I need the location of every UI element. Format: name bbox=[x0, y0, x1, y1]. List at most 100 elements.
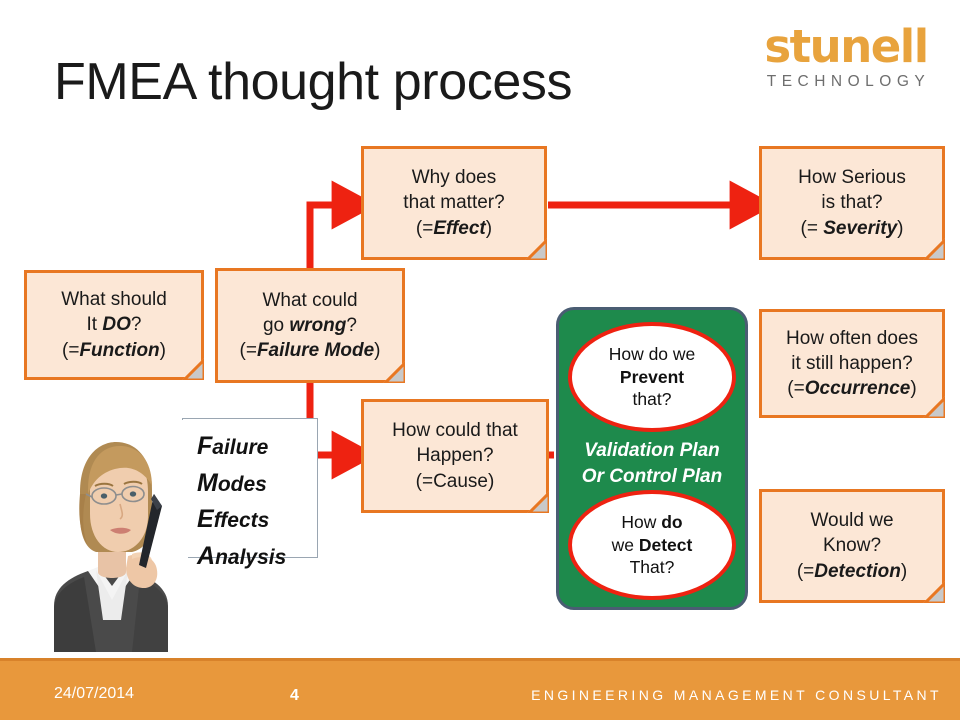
footer-date: 24/07/2014 bbox=[54, 685, 135, 702]
text-run: What could bbox=[262, 289, 358, 311]
text-run: ) bbox=[159, 339, 166, 361]
fmea-acronym-line: Analysis bbox=[197, 538, 317, 575]
text-run: Severity bbox=[823, 217, 898, 239]
fmea-acronym-cap: F bbox=[197, 432, 213, 460]
fmea-acronym-line: Modes bbox=[197, 465, 317, 502]
text-run: ) bbox=[374, 340, 381, 362]
text-run: Function bbox=[79, 339, 160, 361]
folded-corner-icon bbox=[524, 237, 547, 260]
text-run: (= bbox=[62, 339, 80, 361]
text-line-3: that? bbox=[609, 388, 696, 411]
folded-corner-icon bbox=[382, 360, 405, 383]
text-run: Detect bbox=[638, 534, 693, 555]
control-plan-label: Validation Plan Or Control Plan bbox=[559, 438, 745, 489]
fmea-acronym-rest: ailure bbox=[212, 436, 269, 459]
text-line-3: (= Severity) bbox=[798, 216, 906, 241]
text-line-2: go wrong? bbox=[240, 313, 381, 338]
text-run: Know? bbox=[822, 535, 882, 557]
text-line-1: How do bbox=[612, 511, 693, 534]
fmea-acronym-box: Failure Modes Effects Analysis bbox=[182, 418, 318, 570]
fmea-acronym-line: Failure bbox=[197, 428, 317, 465]
text-line-3: (=Occurrence) bbox=[786, 376, 918, 401]
text-run: Effect bbox=[433, 217, 486, 239]
text-run: What should bbox=[61, 289, 167, 311]
text-run: we bbox=[611, 534, 639, 555]
control-plan-label-line-2: Or Control Plan bbox=[581, 465, 723, 487]
text-run: (= bbox=[796, 560, 815, 582]
text-run: (= bbox=[787, 378, 805, 400]
text-line-2: It DO? bbox=[61, 312, 167, 337]
text-run: Failure Mode bbox=[256, 340, 375, 362]
text-run: Would we bbox=[810, 510, 894, 532]
folded-corner-icon bbox=[922, 580, 945, 603]
text-line-2: Know? bbox=[797, 533, 907, 558]
logo-wordmark: stunell bbox=[764, 20, 929, 73]
text-line-3: (=Failure Mode) bbox=[240, 338, 381, 363]
footer-page-number: 4 bbox=[290, 687, 299, 704]
text-run: DO bbox=[102, 314, 131, 336]
text-run: How often does bbox=[785, 327, 919, 349]
text-line-2: we Detect bbox=[612, 534, 693, 557]
note-detection[interactable]: Would we Know?(=Detection) bbox=[759, 489, 945, 603]
text-run: it still happen? bbox=[791, 352, 913, 374]
text-run: go bbox=[262, 314, 290, 336]
fmea-acronym-rest: odes bbox=[217, 472, 267, 496]
text-line-1: Why does bbox=[403, 165, 504, 190]
thinking-person-photo bbox=[36, 420, 188, 652]
text-run: (= bbox=[800, 217, 824, 239]
note-detection-text: Would we Know?(=Detection) bbox=[797, 508, 907, 584]
folded-corner-icon bbox=[181, 357, 204, 380]
control-plan-label-line-1: Validation Plan bbox=[584, 440, 720, 461]
footer-bar: 24/07/2014 4 ENGINEERING MANAGEMENT CONS… bbox=[0, 658, 960, 720]
fmea-acronym-cap: A bbox=[197, 541, 216, 570]
text-line-1: How often does bbox=[786, 326, 918, 351]
text-run: How do we bbox=[608, 343, 696, 364]
text-line-1: How Serious bbox=[798, 165, 906, 190]
folded-corner-icon bbox=[922, 237, 945, 260]
logo-subtitle: TECHNOLOGY bbox=[766, 73, 931, 90]
text-run: Happen? bbox=[416, 445, 494, 467]
text-run: Why does bbox=[411, 167, 497, 189]
text-run: Occurrence bbox=[804, 378, 911, 400]
folded-corner-icon bbox=[922, 395, 945, 418]
text-run: Prevent bbox=[619, 366, 685, 387]
text-run: It bbox=[86, 314, 103, 336]
arrow-failuremode-to-effect bbox=[306, 180, 378, 268]
text-run: that matter? bbox=[403, 192, 505, 214]
fmea-acronym-cap: M bbox=[197, 468, 218, 497]
text-run: That? bbox=[629, 557, 675, 578]
text-run: that? bbox=[632, 389, 672, 410]
text-line-3: (=Detection) bbox=[797, 559, 907, 584]
text-run: ? bbox=[346, 314, 357, 336]
text-line-2: Happen? bbox=[392, 443, 518, 468]
fmea-acronym-rest: ffects bbox=[213, 509, 270, 532]
fmea-acronym-rest: nalysis bbox=[215, 545, 287, 569]
folded-corner-icon bbox=[526, 490, 549, 513]
text-run: (= bbox=[239, 340, 257, 362]
text-run: How could that bbox=[392, 420, 518, 442]
text-line-2: that matter? bbox=[403, 190, 504, 215]
text-run: ? bbox=[130, 314, 142, 336]
footer-tagline: ENGINEERING MANAGEMENT CONSULTANT bbox=[531, 687, 942, 703]
text-run: is that? bbox=[821, 192, 883, 214]
text-run: ) bbox=[485, 217, 493, 239]
text-run: wrong bbox=[289, 314, 347, 336]
text-line-2: it still happen? bbox=[786, 351, 918, 376]
text-run: (=Cause) bbox=[415, 470, 495, 492]
